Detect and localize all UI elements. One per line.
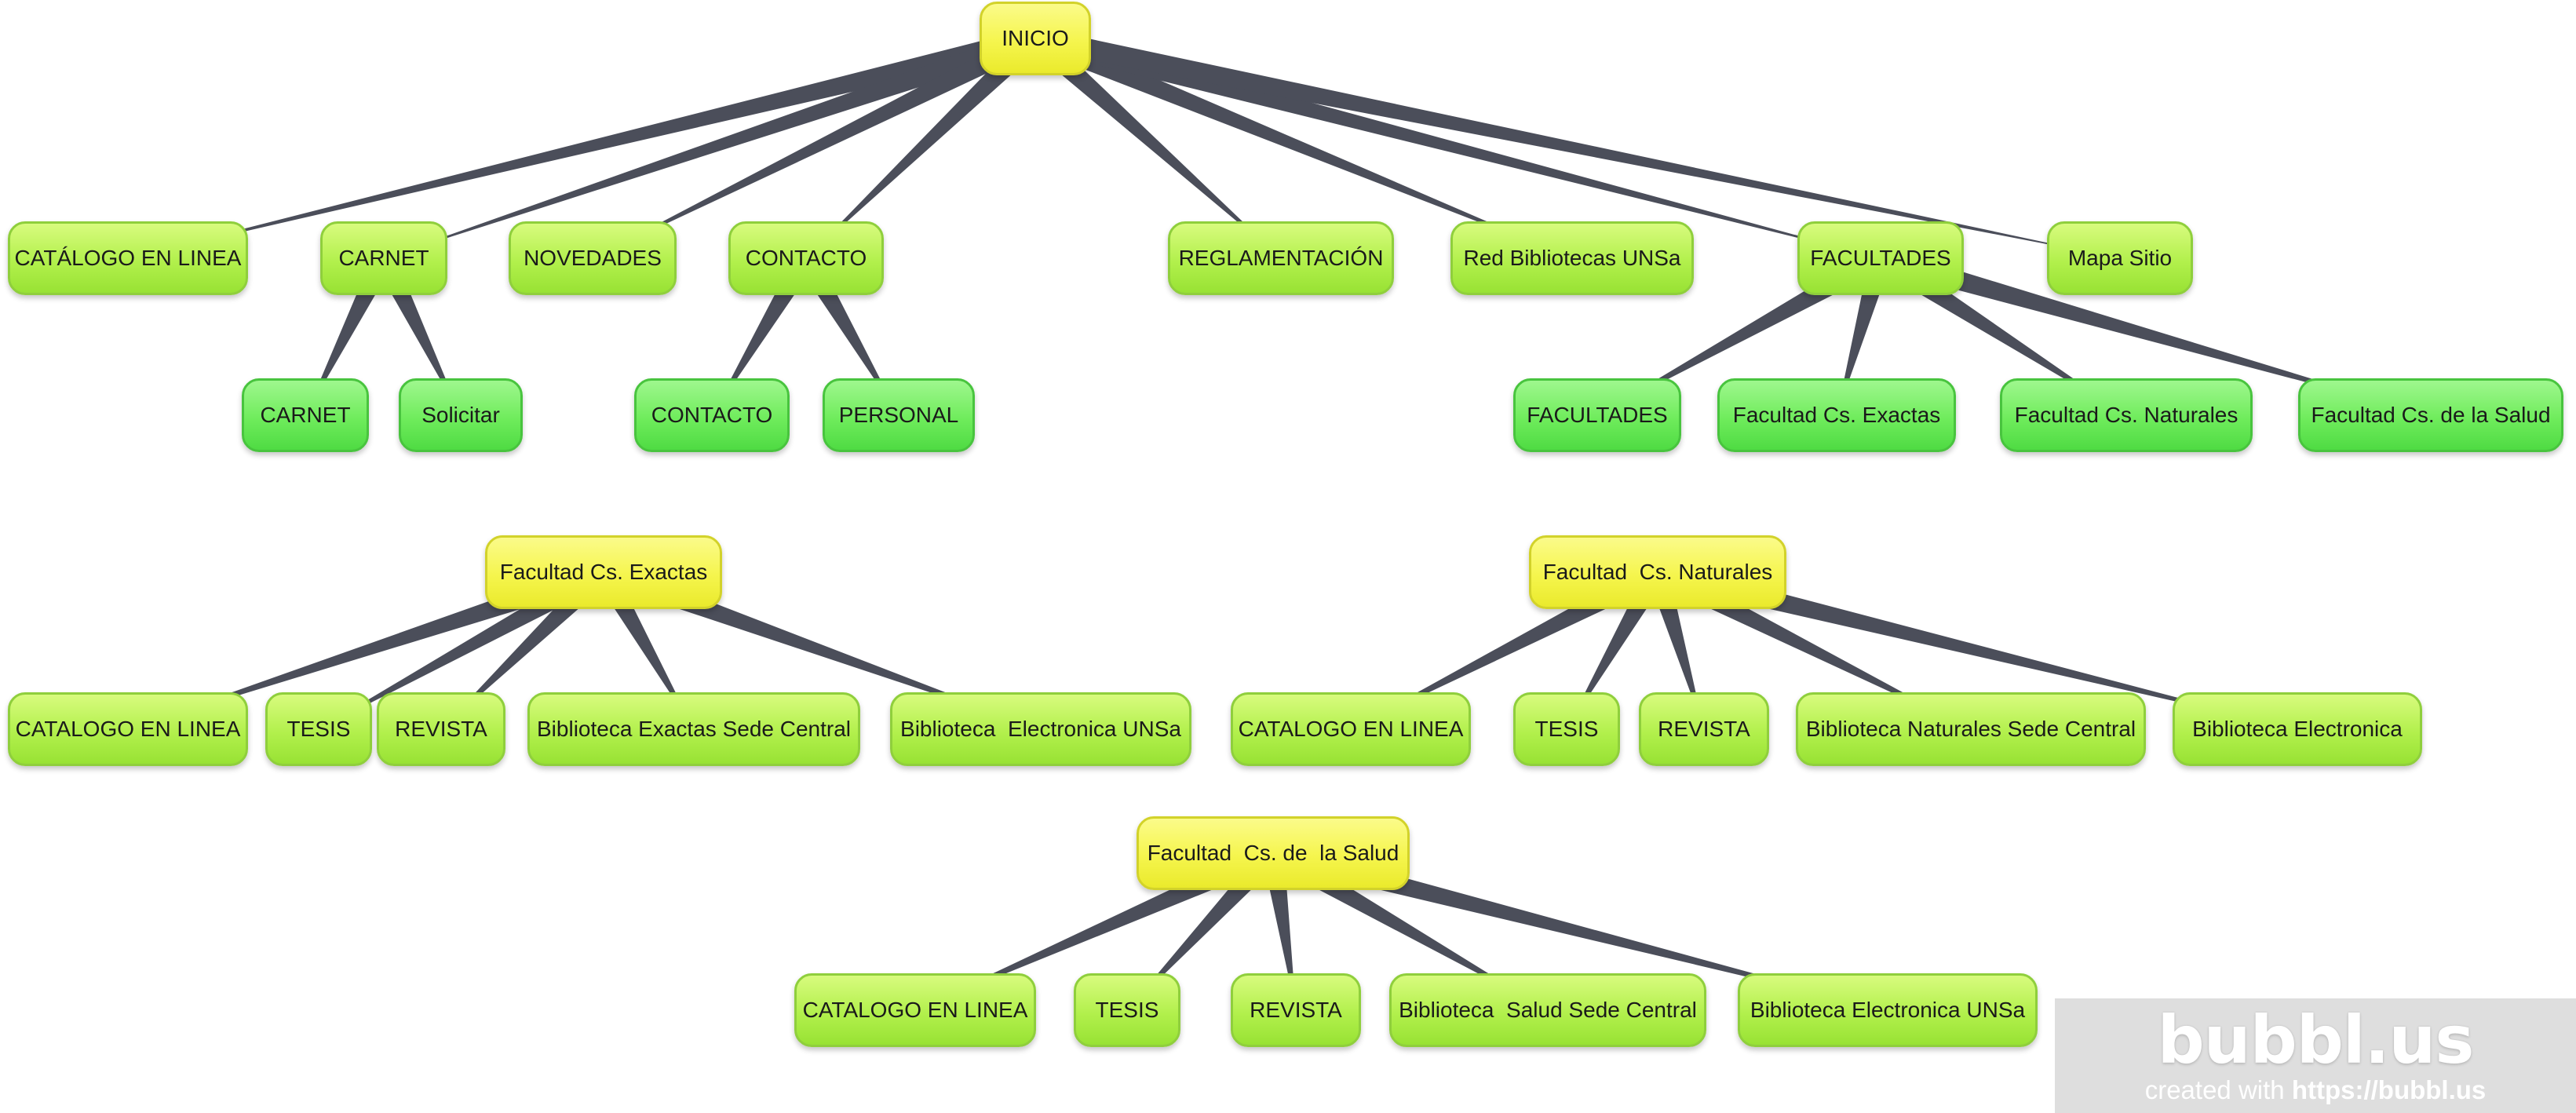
connector-exactas_root-exactas_catalogo	[128, 561, 608, 729]
node-exactas-tesis[interactable]: TESIS	[265, 692, 372, 766]
node-reglamentacion[interactable]: REGLAMENTACIÓN	[1168, 221, 1394, 295]
node-facultades-sub[interactable]: FACULTADES	[1513, 378, 1681, 452]
connector-inicio-mapa_sitio	[1033, 27, 2120, 259]
connector-inicio-carnet	[384, 27, 1039, 258]
connector-naturales_root-naturales_electronica	[1655, 561, 2297, 729]
connector-salud_root-salud_revista	[1262, 852, 1296, 1010]
node-naturales-tesis[interactable]: TESIS	[1513, 692, 1620, 766]
connector-inicio-contacto	[806, 30, 1043, 259]
connector-inicio-reglamentacion	[1027, 30, 1281, 258]
node-facultad-cs-de-la-salud[interactable]: Facultad Cs. de la Salud	[2298, 378, 2563, 452]
node-carnet[interactable]: CARNET	[320, 221, 447, 295]
connector-naturales_root-naturales_revista	[1647, 569, 1704, 729]
node-facultad-cs-exactas[interactable]: Facultad Cs. Exactas	[1717, 378, 1956, 452]
node-red-bibliotecas-unsa[interactable]: Red Bibliotecas UNSa	[1450, 221, 1694, 295]
node-personal[interactable]: PERSONAL	[823, 378, 975, 452]
node-naturales-revista[interactable]: REVISTA	[1639, 692, 1769, 766]
node-salud-catalogo-en-linea[interactable]: CATALOGO EN LINEA	[794, 973, 1036, 1047]
node-mapa-sitio[interactable]: Mapa Sitio	[2047, 221, 2193, 295]
node-naturales-root[interactable]: Facultad Cs. Naturales	[1529, 535, 1786, 609]
node-salud-revista[interactable]: REVISTA	[1231, 973, 1361, 1047]
node-salud-tesis[interactable]: TESIS	[1074, 973, 1180, 1047]
node-salud-biblioteca-electronica-unsa[interactable]: Biblioteca Electronica UNSa	[1738, 973, 2038, 1047]
node-facultad-cs-naturales[interactable]: Facultad Cs. Naturales	[2000, 378, 2253, 452]
bubblus-watermark: bubbl.us created with https://bubbl.us	[2055, 998, 2576, 1113]
node-contacto[interactable]: CONTACTO	[728, 221, 884, 295]
connector-salud_root-salud_electronica	[1270, 842, 1888, 1010]
node-biblioteca-salud-sede-central[interactable]: Biblioteca Salud Sede Central	[1389, 973, 1706, 1047]
watermark-credit: created with https://bubbl.us	[2055, 1075, 2576, 1105]
watermark-credit-url: https://bubbl.us	[2291, 1075, 2487, 1104]
node-biblioteca-naturales-sede-central[interactable]: Biblioteca Naturales Sede Central	[1796, 692, 2146, 766]
node-salud-root[interactable]: Facultad Cs. de la Salud	[1137, 816, 1410, 890]
node-exactas-biblioteca-electronica-unsa[interactable]: Biblioteca Electronica UNSa	[890, 692, 1191, 766]
node-exactas-catalogo-en-linea[interactable]: CATALOGO EN LINEA	[8, 692, 248, 766]
node-catalogo-en-linea[interactable]: CATÁLOGO EN LINEA	[8, 221, 248, 295]
node-contacto-sub[interactable]: CONTACTO	[634, 378, 790, 452]
node-exactas-revista[interactable]: REVISTA	[377, 692, 505, 766]
node-carnet-sub[interactable]: CARNET	[242, 378, 369, 452]
node-exactas-root[interactable]: Facultad Cs. Exactas	[485, 535, 722, 609]
connector-facultades-fac_salud	[1877, 247, 2431, 415]
node-solicitar[interactable]: Solicitar	[399, 378, 523, 452]
connector-facultades-fac_exactas	[1837, 255, 1892, 415]
node-novedades[interactable]: NOVEDADES	[509, 221, 677, 295]
node-biblioteca-exactas-sede-central[interactable]: Biblioteca Exactas Sede Central	[527, 692, 860, 766]
node-inicio[interactable]: INICIO	[980, 2, 1091, 75]
node-naturales-biblioteca-electronica[interactable]: Biblioteca Electronica	[2173, 692, 2422, 766]
bubblus-logo: bubbl.us	[2157, 1002, 2475, 1078]
watermark-credit-prefix: created with	[2144, 1075, 2292, 1104]
node-facultades[interactable]: FACULTADES	[1797, 221, 1964, 295]
connector-inicio-novedades	[593, 28, 1041, 258]
connector-inicio-catalogo_en_linea	[128, 27, 1038, 259]
connector-inicio-red_bibliotecas	[1031, 28, 1572, 258]
node-naturales-catalogo-en-linea[interactable]: CATALOGO EN LINEA	[1231, 692, 1471, 766]
